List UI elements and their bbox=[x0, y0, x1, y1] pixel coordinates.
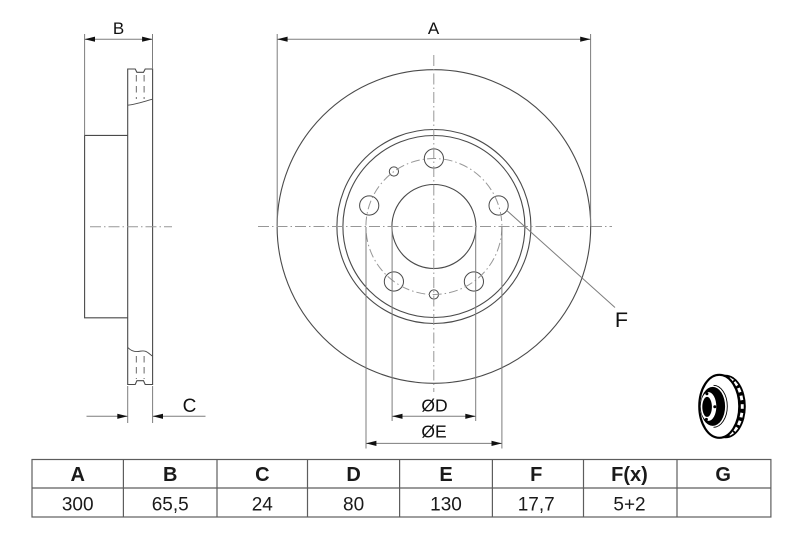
svg-text:F(x): F(x) bbox=[611, 464, 648, 486]
svg-text:ØD: ØD bbox=[421, 396, 447, 416]
svg-text:65,5: 65,5 bbox=[152, 495, 189, 516]
svg-text:E: E bbox=[439, 464, 452, 486]
svg-text:G: G bbox=[715, 464, 731, 486]
svg-text:D: D bbox=[346, 464, 360, 486]
svg-text:F: F bbox=[530, 464, 542, 486]
svg-text:130: 130 bbox=[430, 495, 462, 516]
svg-text:ØE: ØE bbox=[421, 422, 446, 442]
svg-text:5+2: 5+2 bbox=[613, 495, 645, 516]
svg-text:F: F bbox=[615, 308, 628, 332]
svg-text:24: 24 bbox=[252, 495, 274, 516]
svg-text:17,7: 17,7 bbox=[518, 495, 555, 516]
svg-text:B: B bbox=[113, 19, 124, 38]
svg-text:300: 300 bbox=[62, 495, 94, 516]
svg-text:B: B bbox=[163, 464, 177, 486]
svg-text:C: C bbox=[183, 396, 197, 417]
svg-text:A: A bbox=[70, 464, 84, 486]
svg-text:A: A bbox=[428, 19, 440, 38]
svg-text:C: C bbox=[255, 464, 269, 486]
svg-text:80: 80 bbox=[343, 495, 364, 516]
